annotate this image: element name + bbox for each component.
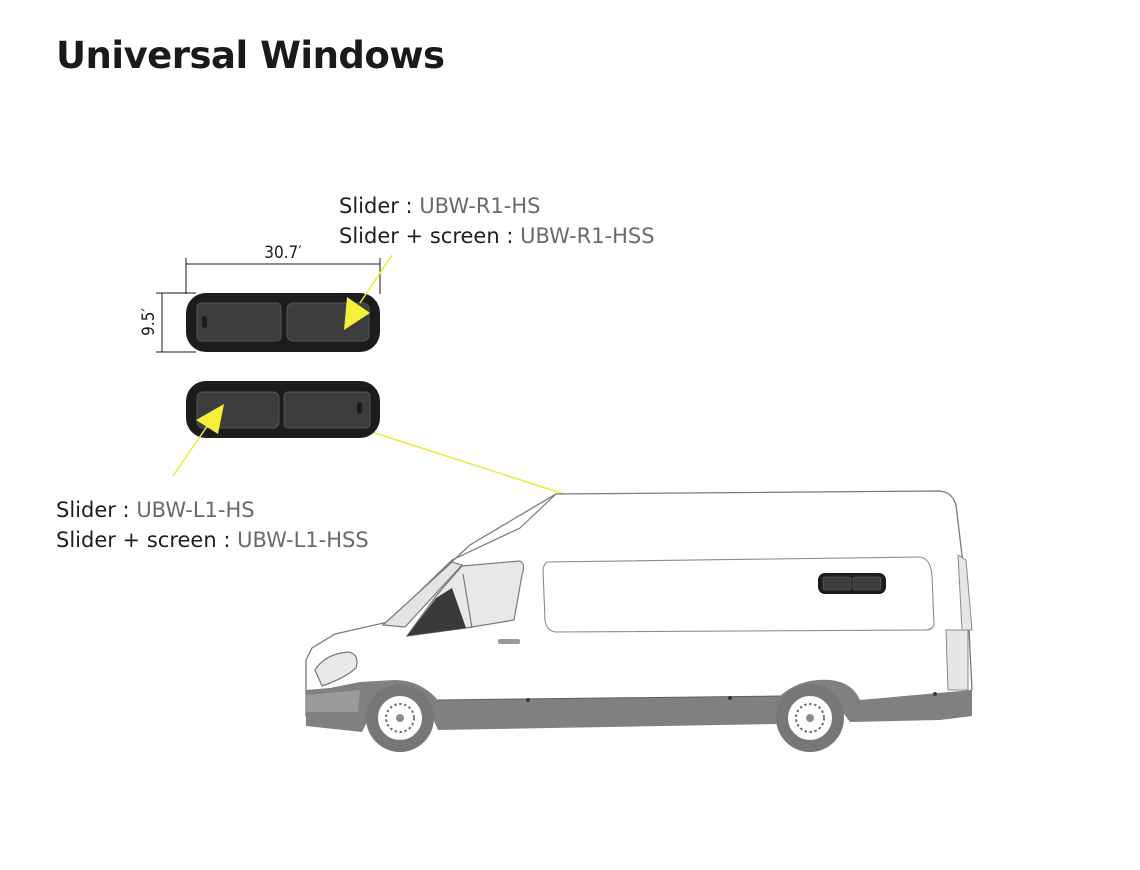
- right-window-labels: Slider : UBW-R1-HS Slider + screen : UBW…: [339, 191, 655, 251]
- van-side-window-outline: [542, 556, 935, 633]
- right-slider-screen-code: UBW-R1-HSS: [520, 224, 655, 248]
- left-slider-screen-line: Slider + screen : UBW-L1-HSS: [56, 525, 369, 555]
- van-windshield: [381, 561, 464, 628]
- right-slider-screen-label: Slider + screen :: [339, 224, 521, 248]
- left-slider-screen-code: UBW-L1-HSS: [237, 528, 369, 552]
- left-window-arrow-icon: [172, 404, 224, 477]
- height-dimension-label: 9.5′: [139, 308, 159, 336]
- page-title: Universal Windows: [56, 34, 445, 77]
- height-dimension: [156, 292, 196, 353]
- van-rear-wheel: [776, 684, 844, 752]
- left-slider-label: Slider :: [56, 498, 137, 522]
- left-window-illustration: [186, 381, 380, 438]
- right-slider-line: Slider : UBW-R1-HS: [339, 191, 655, 221]
- left-slider-screen-label: Slider + screen :: [56, 528, 238, 552]
- van-illustration: [305, 490, 973, 752]
- left-slider-code: UBW-L1-HS: [136, 498, 255, 522]
- van-mirror: [407, 588, 466, 636]
- width-dimension: [185, 258, 381, 294]
- van-front-wheel: [366, 684, 434, 752]
- van-installed-window: [818, 573, 886, 594]
- right-slider-code: UBW-R1-HS: [419, 194, 541, 218]
- right-slider-label: Slider :: [339, 194, 420, 218]
- left-slider-line: Slider : UBW-L1-HS: [56, 495, 369, 525]
- left-window-labels: Slider : UBW-L1-HS Slider + screen : UBW…: [56, 495, 369, 555]
- width-dimension-label: 30.7′: [264, 243, 302, 263]
- right-window-arrow-icon: [344, 254, 393, 330]
- van-headlight: [314, 651, 358, 687]
- right-slider-screen-line: Slider + screen : UBW-R1-HSS: [339, 221, 655, 251]
